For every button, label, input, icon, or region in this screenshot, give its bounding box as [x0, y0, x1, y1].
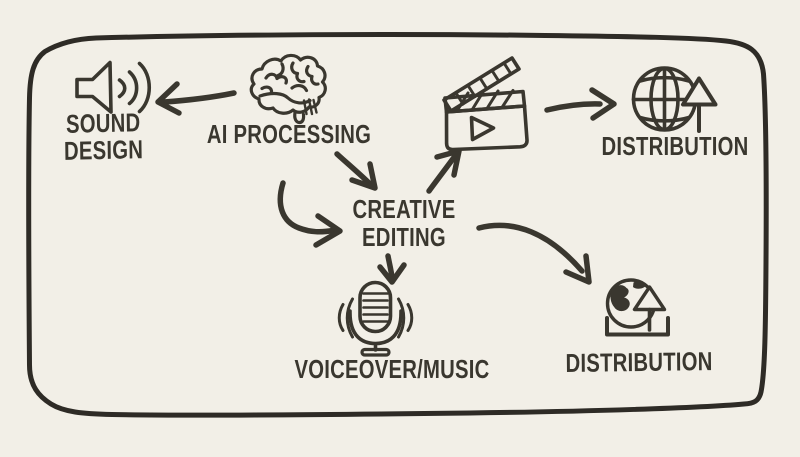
- elbow-arrow-into-creative-editing: [277, 180, 343, 248]
- label-distribution-top: DISTRIBUTION: [601, 131, 749, 161]
- label-creative-editing: CREATIVE EDITING: [353, 195, 456, 251]
- arrow-ai-to-sound-design: [155, 81, 237, 116]
- label-sound-design: SOUND DESIGN: [63, 107, 144, 166]
- label-distribution-bottom: DISTRIBUTION: [565, 346, 713, 378]
- clapperboard-play-icon: [442, 56, 529, 152]
- label-ai-processing: AI PROCESSING: [206, 119, 372, 149]
- sound-wave-left: [337, 297, 354, 339]
- creative-editing-line1: CREATIVE: [352, 194, 456, 224]
- arrow-creative-to-voiceover: [377, 253, 407, 285]
- brain-icon: [249, 53, 327, 125]
- sound-design-line2: DESIGN: [63, 134, 144, 166]
- sound-wave-right: [397, 297, 414, 339]
- earth-upload-tray-icon: [605, 278, 670, 337]
- arrow-creative-to-clapperboard: [426, 148, 462, 194]
- sketch-border: [26, 31, 769, 418]
- microphone-icon: [337, 280, 414, 357]
- arrow-clapperboard-to-distribution: [544, 87, 617, 121]
- globe-upload-arrow-icon: [631, 66, 718, 133]
- arrow-creative-to-distribution-bottom: [476, 222, 592, 285]
- creative-editing-line2: EDITING: [362, 222, 446, 252]
- label-voiceover-music: VOICEOVER/MUSIC: [294, 354, 490, 384]
- arrow-ai-to-creative-editing: [334, 151, 378, 191]
- speaker-sound-waves-icon: [75, 60, 152, 114]
